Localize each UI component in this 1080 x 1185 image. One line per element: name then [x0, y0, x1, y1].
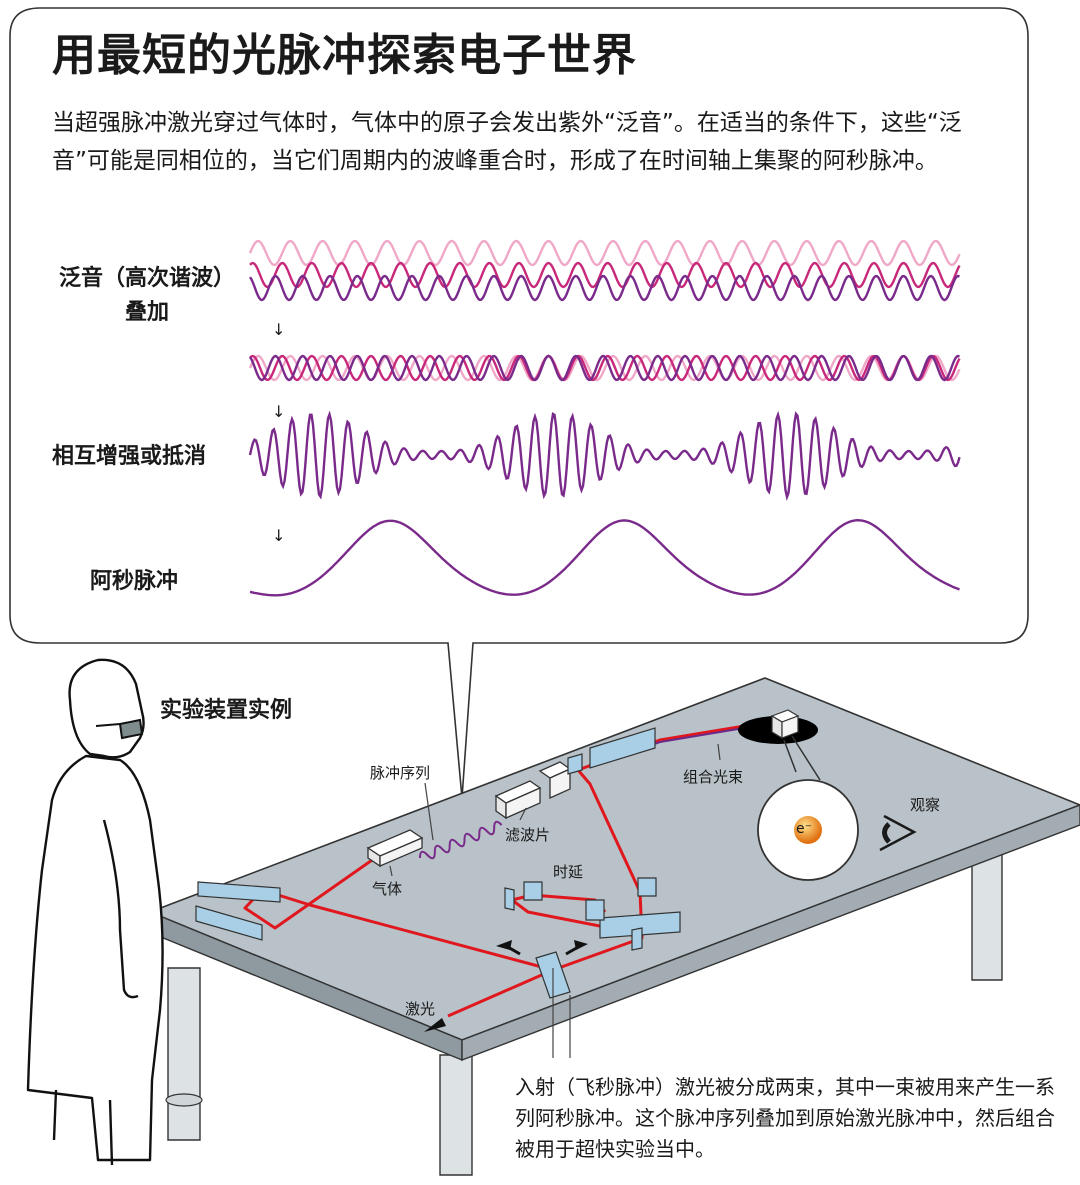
superposed-wave-purple [248, 354, 960, 382]
table-leg-right [971, 849, 1003, 981]
label-combined-beam: 组合光束 [683, 768, 744, 786]
optical-table [147, 677, 1080, 1176]
scientist-arm [102, 819, 139, 999]
label-filter: 滤波片 [505, 826, 551, 844]
intro-paragraph: 当超强脉冲激光穿过气体时，气体中的原子会发出紫外“泛音”。在适当的条件下，这些“… [52, 110, 962, 174]
direction-arrow-stems [505, 944, 581, 956]
interference-label: 相互增强或抵消 [52, 444, 207, 469]
harmonics-label-line1: 泛音（高次谐波） [58, 266, 235, 291]
arrow-down-icon: ↓ [272, 402, 286, 421]
scientist-coat [26, 754, 164, 1162]
setup-title: 实验装置实例 [160, 698, 293, 723]
pulse-train-squiggle [418, 820, 503, 860]
table-leg-foot [165, 1093, 203, 1107]
target-cube [770, 709, 800, 740]
electron [794, 816, 822, 844]
table-legs [167, 967, 201, 1141]
attosecond-label: 阿秒脉冲 [90, 569, 179, 594]
harmonic-wave-light-pink [248, 239, 961, 267]
magnifier-pointer [783, 735, 821, 781]
superposed-waves [248, 354, 961, 382]
goggles-icon [95, 718, 144, 740]
label-observe: 观察 [910, 796, 941, 814]
leader-lines [389, 743, 721, 1058]
gas-cell [366, 829, 424, 868]
page-title: 用最短的光脉冲探索电子世界 [52, 30, 637, 81]
attosecond-pulse-wave [249, 518, 960, 597]
setup-caption: 入射（飞秒脉冲）激光被分成两束，其中一束被用来产生一系列阿秒脉冲。这个脉冲序列叠… [515, 1075, 1055, 1161]
label-gas: 气体 [372, 880, 403, 898]
label-laser: 激光 [405, 1000, 436, 1018]
table-leg-front [439, 1054, 473, 1176]
arrow-down-icon: ↓ [272, 320, 286, 339]
harmonics-label-line2: 叠加 [124, 300, 169, 325]
scientist-head [68, 658, 145, 759]
scientist-legs [52, 1089, 114, 1166]
label-time-delay: 时延 [553, 863, 584, 881]
harmonic-wave-purple [248, 274, 960, 302]
scientist [26, 658, 164, 1166]
table-edge-right [461, 804, 1080, 1062]
label-pulse-train: 脉冲序列 [370, 764, 431, 782]
eye-icon [879, 814, 917, 852]
beam-input [447, 968, 554, 1018]
arrow-down-icon: ↓ [272, 526, 286, 545]
harmonic-wave-magenta [249, 261, 961, 289]
filter-components [494, 761, 572, 820]
harmonic-waves [248, 239, 961, 302]
electron-label: e⁻ [796, 821, 813, 837]
interference-wave [248, 410, 961, 501]
callout-panel [9, 7, 1029, 799]
harmonics-label: 泛音（高次谐波） 叠加 [52, 262, 242, 330]
